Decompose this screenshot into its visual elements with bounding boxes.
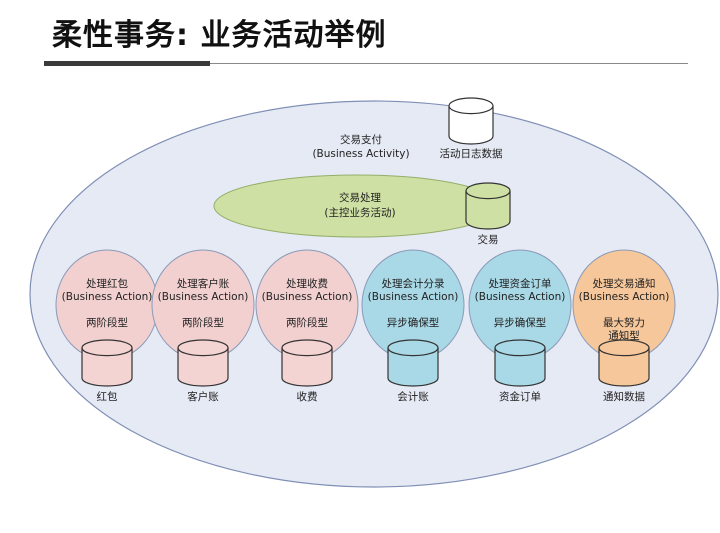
action-subtitle: (Business Action) (262, 291, 353, 303)
action-mode: 两阶段型 (182, 316, 224, 329)
action-database (281, 339, 333, 387)
action-database-label: 客户账 (187, 390, 219, 403)
action-database (81, 339, 133, 387)
activity-subtitle: (Business Activity) (312, 148, 409, 160)
action-mode: 异步确保型 (494, 316, 547, 329)
action-mode: 异步确保型 (387, 316, 440, 329)
action-mode: 两阶段型 (86, 316, 128, 329)
action-name: 处理交易通知 (593, 277, 656, 290)
activity-log-database (448, 97, 494, 145)
action-database-label: 通知数据 (603, 390, 645, 403)
action-database (387, 339, 439, 387)
database-cylinder (448, 97, 494, 145)
action-subtitle: (Business Action) (158, 291, 249, 303)
action-database-label: 红包 (97, 390, 118, 403)
main-process-name: 交易处理 (339, 191, 381, 204)
action-subtitle: (Business Action) (368, 291, 459, 303)
action-database (177, 339, 229, 387)
action-subtitle: (Business Action) (62, 291, 153, 303)
main-process-ellipse (213, 174, 501, 238)
action-mode: 通知型 (608, 329, 640, 342)
action-database (598, 339, 650, 387)
action-name: 处理红包 (86, 277, 128, 290)
trade-database (465, 182, 511, 230)
action-name: 处理客户账 (177, 277, 230, 290)
action-name: 处理收费 (286, 277, 328, 290)
action-subtitle: (Business Action) (579, 291, 670, 303)
main-process-subtitle: (主控业务活动) (324, 206, 395, 219)
action-database (494, 339, 546, 387)
action-mode: 两阶段型 (286, 316, 328, 329)
title-underline-thick (44, 61, 210, 66)
business-actions: 处理红包(Business Action)两阶段型红包处理客户账(Busines… (55, 249, 676, 403)
action-mode: 最大努力 (603, 316, 645, 329)
action-database-label: 会计账 (397, 390, 429, 403)
activity-name: 交易支付 (340, 133, 382, 146)
action-database-label: 收费 (297, 390, 318, 403)
action-name: 处理会计分录 (382, 277, 445, 290)
activity-log-label: 活动日志数据 (440, 147, 503, 160)
title-underline-thin (210, 63, 688, 64)
database-cylinder (465, 182, 511, 230)
trade-database-label: 交易 (478, 233, 499, 246)
action-database-label: 资金订单 (499, 390, 541, 403)
page-title: 柔性事务: 业务活动举例 (52, 18, 387, 53)
action-subtitle: (Business Action) (475, 291, 566, 303)
action-name: 处理资金订单 (489, 277, 552, 290)
